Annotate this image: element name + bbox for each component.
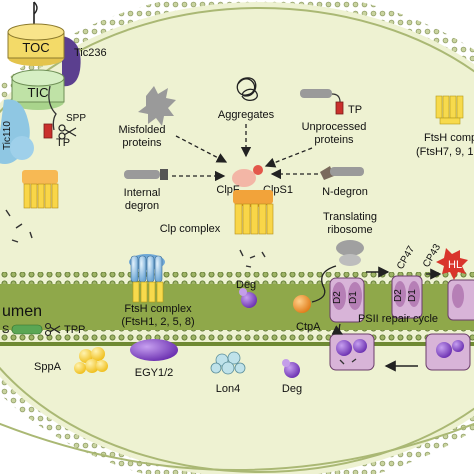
egy-label: EGY1/2 xyxy=(135,367,174,379)
lon4-label: Lon4 xyxy=(216,383,240,395)
ctpa: CtpA xyxy=(293,295,321,333)
left-clp-complex xyxy=(5,170,59,243)
lumen-label-group: umen S TPP xyxy=(2,303,85,337)
toc-label: TOC xyxy=(22,40,49,55)
psii-repair-label: PSII repair cycle xyxy=(358,313,438,325)
ftsh-right-label-2: (FtsH7, 9, 1 xyxy=(416,146,473,158)
ftsh-center-label-2: (FtsH1, 2, 5, 8) xyxy=(121,316,194,328)
tpp-label: TPP xyxy=(64,324,85,336)
unprocessed-proteins: TP Unprocessed proteins xyxy=(300,89,366,146)
d1-b-label: D1 xyxy=(407,289,418,302)
hl-label: HL xyxy=(448,259,462,271)
s-label: S xyxy=(2,324,9,336)
misfolded-label-1: Misfolded xyxy=(118,124,165,136)
deg-top-label: Deg xyxy=(236,279,256,291)
lower-envelope-detail xyxy=(0,422,474,471)
deg-top: Deg xyxy=(236,279,257,308)
ctpa-label: CtpA xyxy=(296,321,321,333)
spp-label: SPP xyxy=(66,113,86,124)
d2-a-label: D2 xyxy=(332,291,343,304)
tp-right-label: TP xyxy=(348,104,362,116)
deg-bottom-label: Deg xyxy=(282,383,302,395)
aggregates-label: Aggregates xyxy=(218,109,275,121)
deg-bottom: Deg xyxy=(282,359,302,395)
clp-complex: Clp complex xyxy=(160,190,274,268)
internal-degron-substrate: Internal degron xyxy=(124,169,168,212)
d2-b-label: D2 xyxy=(393,289,404,302)
misfolded-proteins: Misfolded proteins xyxy=(118,86,176,149)
scissors-icon xyxy=(58,124,77,140)
aggregates: Aggregates xyxy=(218,77,275,121)
d1-a-label: D1 xyxy=(348,291,359,304)
ftsh-right-label-1: FtsH comp xyxy=(424,132,474,144)
unprocessed-label-1: Unprocessed xyxy=(302,121,367,133)
psii-repair-cycle: D2 D1 CP47 CP43 D2 D1 HL PSII repair cyc… xyxy=(329,242,474,372)
unprocessed-label-2: proteins xyxy=(314,134,354,146)
n-degron-label: N-degron xyxy=(322,186,368,198)
tic236-label: Tic236 xyxy=(74,47,107,59)
tic110-label: Tic110 xyxy=(2,121,13,150)
sppa-label: SppA xyxy=(34,361,62,373)
clp-complex-label: Clp complex xyxy=(160,223,221,235)
ribosome-icon: Translating ribosome xyxy=(311,211,377,303)
misfolded-label-2: proteins xyxy=(122,137,162,149)
translating-label-1: Translating xyxy=(323,211,377,223)
tic-label: TIC xyxy=(28,85,49,100)
ftsh-complex-right: FtsH comp (FtsH7, 9, 1 xyxy=(416,95,474,158)
internal-degron-label-1: Internal xyxy=(124,187,161,199)
translating-label-2: ribosome xyxy=(327,224,372,236)
internal-degron-label-2: degron xyxy=(125,200,159,212)
ftsh-complex-center: FtsH complex (FtsH1, 2, 5, 8) xyxy=(121,254,195,328)
sppa: SppA xyxy=(34,347,108,374)
ftsh-center-label-1: FtsH complex xyxy=(124,303,192,315)
egy1-2: EGY1/2 xyxy=(130,339,178,379)
toc-tic-import-complex: TOC Tic236 TIC Tic110 TP SPP xyxy=(0,1,107,164)
substrate-arrows xyxy=(172,124,318,182)
lon4: Lon4 xyxy=(210,351,246,395)
n-degron-substrate: N-degron xyxy=(320,166,368,198)
tp-left-label: TP xyxy=(56,137,70,149)
scissors-icon-tpp xyxy=(44,322,61,337)
lumen-label: umen xyxy=(2,303,42,320)
